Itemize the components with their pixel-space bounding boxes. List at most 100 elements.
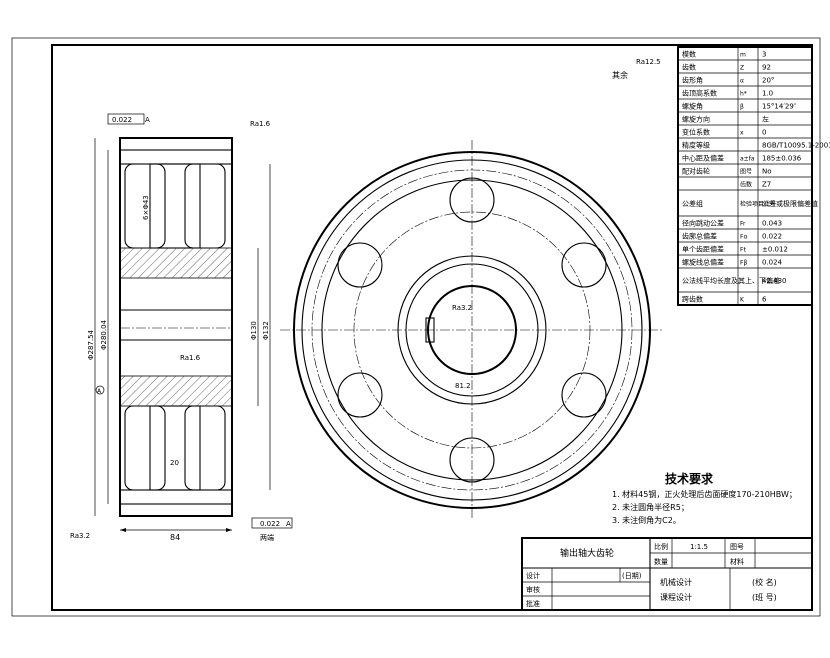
param-row: 齿形角 α 20°: [678, 73, 812, 87]
param-value: 1.0: [762, 90, 773, 98]
hole-text: 6×Φ43: [142, 195, 150, 220]
param-value: 0.024: [762, 259, 783, 267]
tol-1-text: 0.022: [112, 116, 132, 124]
course-2: 课程设计: [660, 592, 692, 602]
course-1: 机械设计: [660, 577, 692, 587]
param-value: No: [762, 168, 772, 176]
scale-label: 比例: [654, 542, 668, 551]
param-row: 螺旋方向 左: [678, 112, 812, 126]
root-text: Φ280.04: [100, 319, 108, 350]
title-block: 输出轴大齿轮 比例 1:1.5 图号 数量 材料 设计 (日期) 审核 批准 机…: [521, 537, 813, 611]
rough-3-text: Ra1.6: [180, 354, 201, 362]
section-view: 0.022 A 0.022 A 两端 Ra1.6 Ra3.2 Ra1.6 84 …: [70, 113, 293, 542]
datum-2-text: A: [286, 520, 291, 528]
datum-circle-text: A: [97, 388, 102, 395]
param-row: 螺旋线总偏差 Fβ 0.024: [678, 255, 812, 269]
design-label: 设计: [526, 571, 540, 580]
tech-req-item-3: 3. 未注倒角为C2。: [612, 515, 681, 525]
param-name: 配对齿轮: [682, 167, 710, 176]
school-label: (校 名): [752, 577, 777, 587]
scale-value: 1:1.5: [690, 543, 708, 551]
param-value: 6: [762, 296, 767, 304]
datum-1-text: A: [145, 116, 150, 124]
param-row: 齿廓总偏差 Fα 0.022: [678, 229, 812, 243]
param-symbol: Fβ: [740, 260, 747, 267]
param-symbol: K: [740, 297, 745, 304]
param-name: 螺旋角: [682, 102, 703, 111]
param-value: 公差或极限偏差值: [762, 199, 818, 208]
drawing-no-label: 图号: [730, 543, 744, 551]
param-value: 15°14′29″: [762, 103, 797, 111]
tech-req-item-1: 1. 材料45钢，正火处理后齿面硬度170-210HBW；: [612, 489, 797, 499]
qty-label: 数量: [654, 557, 668, 566]
param-value: 3: [762, 51, 766, 59]
param-row: 齿数 Z7: [678, 177, 812, 191]
param-name: 齿廓总偏差: [682, 232, 717, 241]
param-symbol: x: [740, 130, 744, 137]
tech-requirements: 技术要求 1. 材料45钢，正火处理后齿面硬度170-210HBW； 2. 未注…: [612, 471, 797, 525]
param-value: 42.430: [762, 277, 787, 285]
param-symbol: 图号: [740, 169, 752, 176]
param-value: 0.022: [762, 233, 782, 241]
rough-1-text: Ra1.6: [250, 120, 271, 128]
param-symbol: α: [740, 78, 744, 85]
param-row: 跨齿数 K 6: [678, 292, 812, 306]
inner-border: [51, 44, 813, 611]
param-value: 185±0.036: [762, 155, 802, 163]
param-name: 公差组: [682, 199, 703, 208]
date-label: (日期): [622, 572, 642, 580]
param-name: 中心距及偏差: [682, 154, 724, 163]
od-text: Φ287.54: [87, 329, 95, 360]
param-value: Z7: [762, 181, 771, 189]
param-name: 齿数: [682, 63, 696, 72]
rough-4-text: Ra3.2: [452, 304, 472, 312]
hub-d-text: Φ130: [250, 321, 258, 340]
material-label: 材料: [730, 557, 744, 566]
param-value: 0.043: [762, 220, 782, 228]
param-name: 模数: [682, 50, 696, 59]
rest-rough-text: 其余: [612, 70, 628, 80]
param-symbol: Fα: [740, 234, 747, 241]
rough-2-text: Ra3.2: [70, 532, 90, 540]
tech-req-title: 技术要求: [665, 471, 714, 486]
param-name: 螺旋方向: [682, 115, 710, 124]
param-symbol: Z: [740, 65, 744, 72]
param-name: 螺旋线总偏差: [682, 258, 724, 267]
param-value: ±0.012: [762, 246, 788, 254]
param-value: 0: [762, 129, 766, 137]
key-w-text: 20: [170, 459, 179, 467]
hub-d2-text: Φ132: [262, 321, 270, 340]
rest-rough-val: Ra12.5: [636, 58, 661, 66]
param-row: 模数 m 3: [678, 47, 812, 61]
param-symbol: Ft: [740, 247, 746, 254]
param-value: 20°: [762, 77, 774, 85]
param-row: 配对齿轮 图号 No: [678, 164, 812, 178]
param-name: 齿形角: [682, 76, 703, 85]
param-symbol: m: [740, 52, 746, 59]
approve-label: 批准: [526, 599, 540, 608]
part-name: 输出轴大齿轮: [560, 547, 614, 559]
param-symbol: 检验项目代号: [740, 200, 776, 208]
param-name: 单个齿距偏差: [682, 245, 724, 254]
tol-2-text: 0.022: [260, 520, 280, 528]
class-label: (班 号): [752, 592, 777, 602]
param-value: 8GB/T10095.1-2001: [762, 142, 830, 150]
param-value: 左: [762, 115, 769, 124]
param-symbol: 齿数: [740, 181, 752, 189]
param-row: 中心距及偏差 a±fa 185±0.036: [678, 151, 812, 165]
param-name: 公法线平均长度及其上、下偏差: [682, 276, 780, 285]
param-name: 径向跳动公差: [682, 219, 724, 228]
tech-req-item-2: 2. 未注圆角半径R5；: [612, 502, 689, 512]
param-symbol: h*: [740, 91, 747, 98]
param-name: 跨齿数: [682, 295, 703, 304]
param-symbol: a±fa: [740, 156, 755, 163]
